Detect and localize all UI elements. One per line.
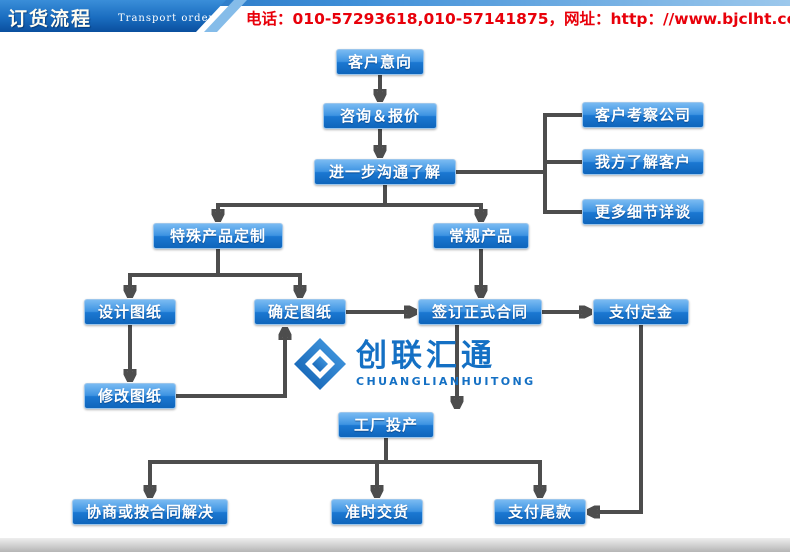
flow-node-visit-company: 客户考察公司 bbox=[582, 102, 704, 128]
flow-node-customer-intent: 客户意向 bbox=[336, 49, 424, 75]
header-top-strip bbox=[0, 0, 790, 6]
header-bar: 订货流程 Transport order 电话：010-57293618,010… bbox=[0, 0, 790, 32]
flow-node-design-drawing: 设计图纸 bbox=[84, 299, 176, 325]
page-title: 订货流程 bbox=[8, 8, 93, 30]
flow-node-pay-balance: 支付尾款 bbox=[494, 499, 586, 525]
flow-node-pay-deposit: 支付定金 bbox=[593, 299, 689, 325]
flow-node-sign-contract: 签订正式合同 bbox=[418, 299, 542, 325]
flow-node-factory-production: 工厂投产 bbox=[338, 412, 434, 438]
flow-node-modify-drawing: 修改图纸 bbox=[84, 383, 176, 409]
company-logo-icon bbox=[294, 338, 346, 390]
flow-arrows bbox=[130, 75, 643, 512]
flow-node-custom-product: 特殊产品定制 bbox=[153, 223, 283, 249]
company-name-cn: 创联汇通 bbox=[356, 337, 496, 374]
flow-node-more-details: 更多细节详谈 bbox=[582, 199, 704, 225]
contact-info-text: 电话：010-57293618,010-57141875，网址：http：//w… bbox=[246, 10, 790, 28]
company-logo: 创联汇通 CHUANGLIANHUITONG bbox=[292, 336, 536, 392]
company-name-en: CHUANGLIANHUITONG bbox=[356, 375, 536, 389]
flow-lines bbox=[128, 113, 582, 464]
header-title-block bbox=[0, 0, 226, 32]
flow-node-ontime-delivery: 准时交货 bbox=[331, 499, 423, 525]
flow-node-know-customer: 我方了解客户 bbox=[582, 149, 704, 175]
flow-node-regular-product: 常规产品 bbox=[433, 223, 529, 249]
page-bottom-strip bbox=[0, 538, 790, 552]
page-subtitle: Transport order bbox=[118, 13, 215, 24]
flow-node-consult-quote: 咨询＆报价 bbox=[323, 103, 437, 129]
flow-node-confirm-drawing: 确定图纸 bbox=[254, 299, 346, 325]
flow-node-further-comm: 进一步沟通了解 bbox=[314, 159, 456, 185]
flow-node-negotiate-resolve: 协商或按合同解决 bbox=[72, 499, 228, 525]
